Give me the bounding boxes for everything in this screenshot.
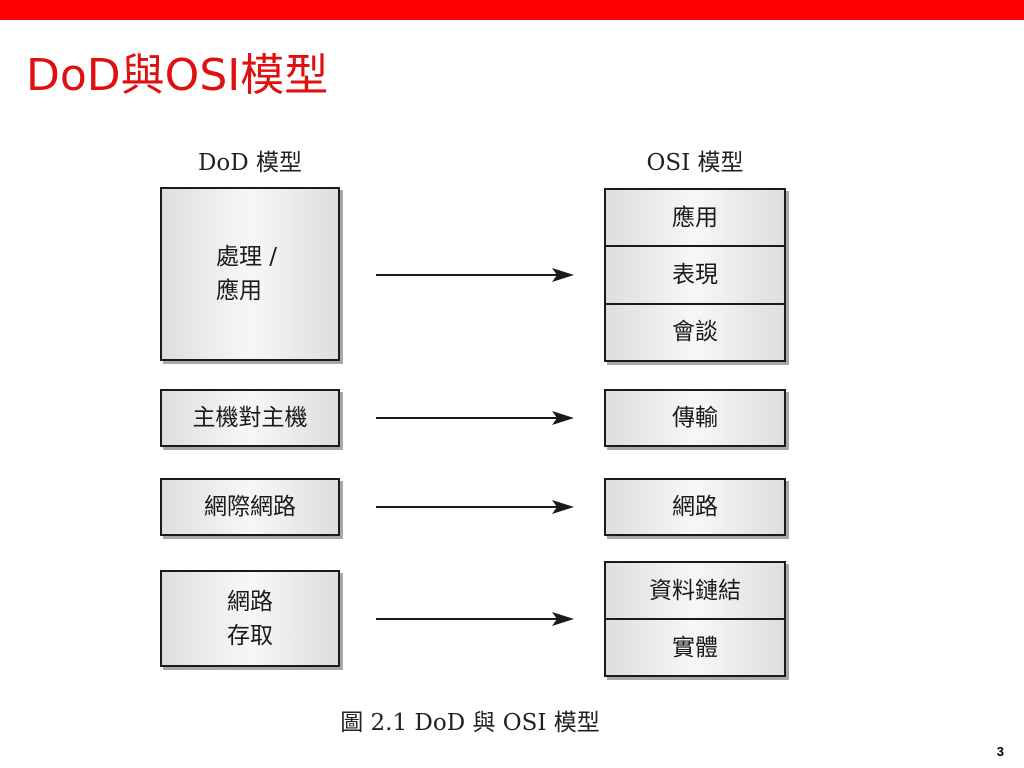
arrow-transport xyxy=(376,411,574,425)
top-accent-bar xyxy=(0,0,1024,20)
figure-caption: 圖 2.1 DoD 與 OSI 模型 xyxy=(340,710,600,736)
dod-layer-internet: 網際網路 xyxy=(160,478,340,536)
dod-layer-label: 主機對主機 xyxy=(193,401,308,435)
slide-title: DoD與OSI模型 xyxy=(26,50,329,101)
dod-model-header: DoD 模型 xyxy=(197,150,303,176)
dod-layer-label: 網路 存取 xyxy=(227,585,273,653)
page-number: 3 xyxy=(996,744,1004,759)
dod-layer-label-line: 處理 / xyxy=(216,244,278,270)
osi-group-transport: 傳輸 xyxy=(604,389,786,447)
dod-layer-network-access: 網路 存取 xyxy=(160,570,340,667)
osi-layer-session: 會談 xyxy=(606,302,784,360)
arrow-network xyxy=(376,500,574,514)
osi-layer-label: 實體 xyxy=(672,634,718,661)
dod-layer-label-line: 主機對主機 xyxy=(192,405,308,431)
osi-group-upper: 應用 表現 會談 xyxy=(604,188,786,362)
osi-layer-application: 應用 xyxy=(606,190,784,246)
arrow-upper xyxy=(376,268,574,282)
dod-layer-label-line: 應用 xyxy=(216,278,262,304)
osi-layer-network: 網路 xyxy=(606,480,784,534)
osi-layer-label: 傳輸 xyxy=(672,405,718,431)
osi-layer-label: 資料鏈結 xyxy=(649,577,741,604)
dod-layer-host-to-host: 主機對主機 xyxy=(160,389,340,447)
osi-layer-label: 網路 xyxy=(672,494,718,520)
dod-layer-label: 處理 / 應用 xyxy=(162,240,277,308)
osi-group-lower: 資料鏈結 實體 xyxy=(604,561,786,677)
osi-layer-label: 表現 xyxy=(672,261,718,288)
dod-layer-process-application: 處理 / 應用 xyxy=(160,187,340,361)
osi-layer-transport: 傳輸 xyxy=(606,391,784,445)
osi-layer-presentation: 表現 xyxy=(606,245,784,303)
osi-layer-physical: 實體 xyxy=(606,618,784,675)
dod-layer-label-line: 網路 xyxy=(227,588,273,615)
osi-group-network: 網路 xyxy=(604,478,786,536)
osi-layer-label: 應用 xyxy=(672,204,718,231)
dod-layer-label: 網際網路 xyxy=(204,490,296,524)
dod-layer-label-line: 網際網路 xyxy=(204,494,296,520)
osi-model-header: OSI 模型 xyxy=(646,150,744,176)
arrow-lower xyxy=(376,612,574,626)
osi-layer-label: 會談 xyxy=(672,319,718,346)
osi-layer-data-link: 資料鏈結 xyxy=(606,563,784,618)
dod-layer-label-line: 存取 xyxy=(227,622,273,649)
